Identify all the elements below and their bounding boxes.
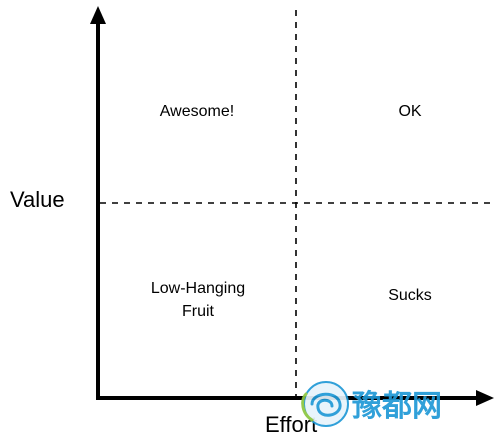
y-axis-arrowhead	[90, 6, 106, 24]
watermark-swirl-icon	[301, 381, 349, 427]
quadrant-top-right-label: OK	[398, 103, 421, 120]
quadrant-bottom-left-label-line2: Fruit	[182, 303, 215, 320]
watermark: 豫都网	[301, 381, 442, 427]
y-axis-label: Value	[10, 187, 65, 212]
quadrant-top-left-label: Awesome!	[160, 103, 234, 120]
x-axis-arrowhead	[476, 390, 494, 406]
quadrant-bottom-left-label-line1: Low-Hanging	[151, 280, 245, 297]
quadrant-bottom-right-label: Sucks	[388, 287, 432, 304]
watermark-text: 豫都网	[352, 389, 442, 424]
